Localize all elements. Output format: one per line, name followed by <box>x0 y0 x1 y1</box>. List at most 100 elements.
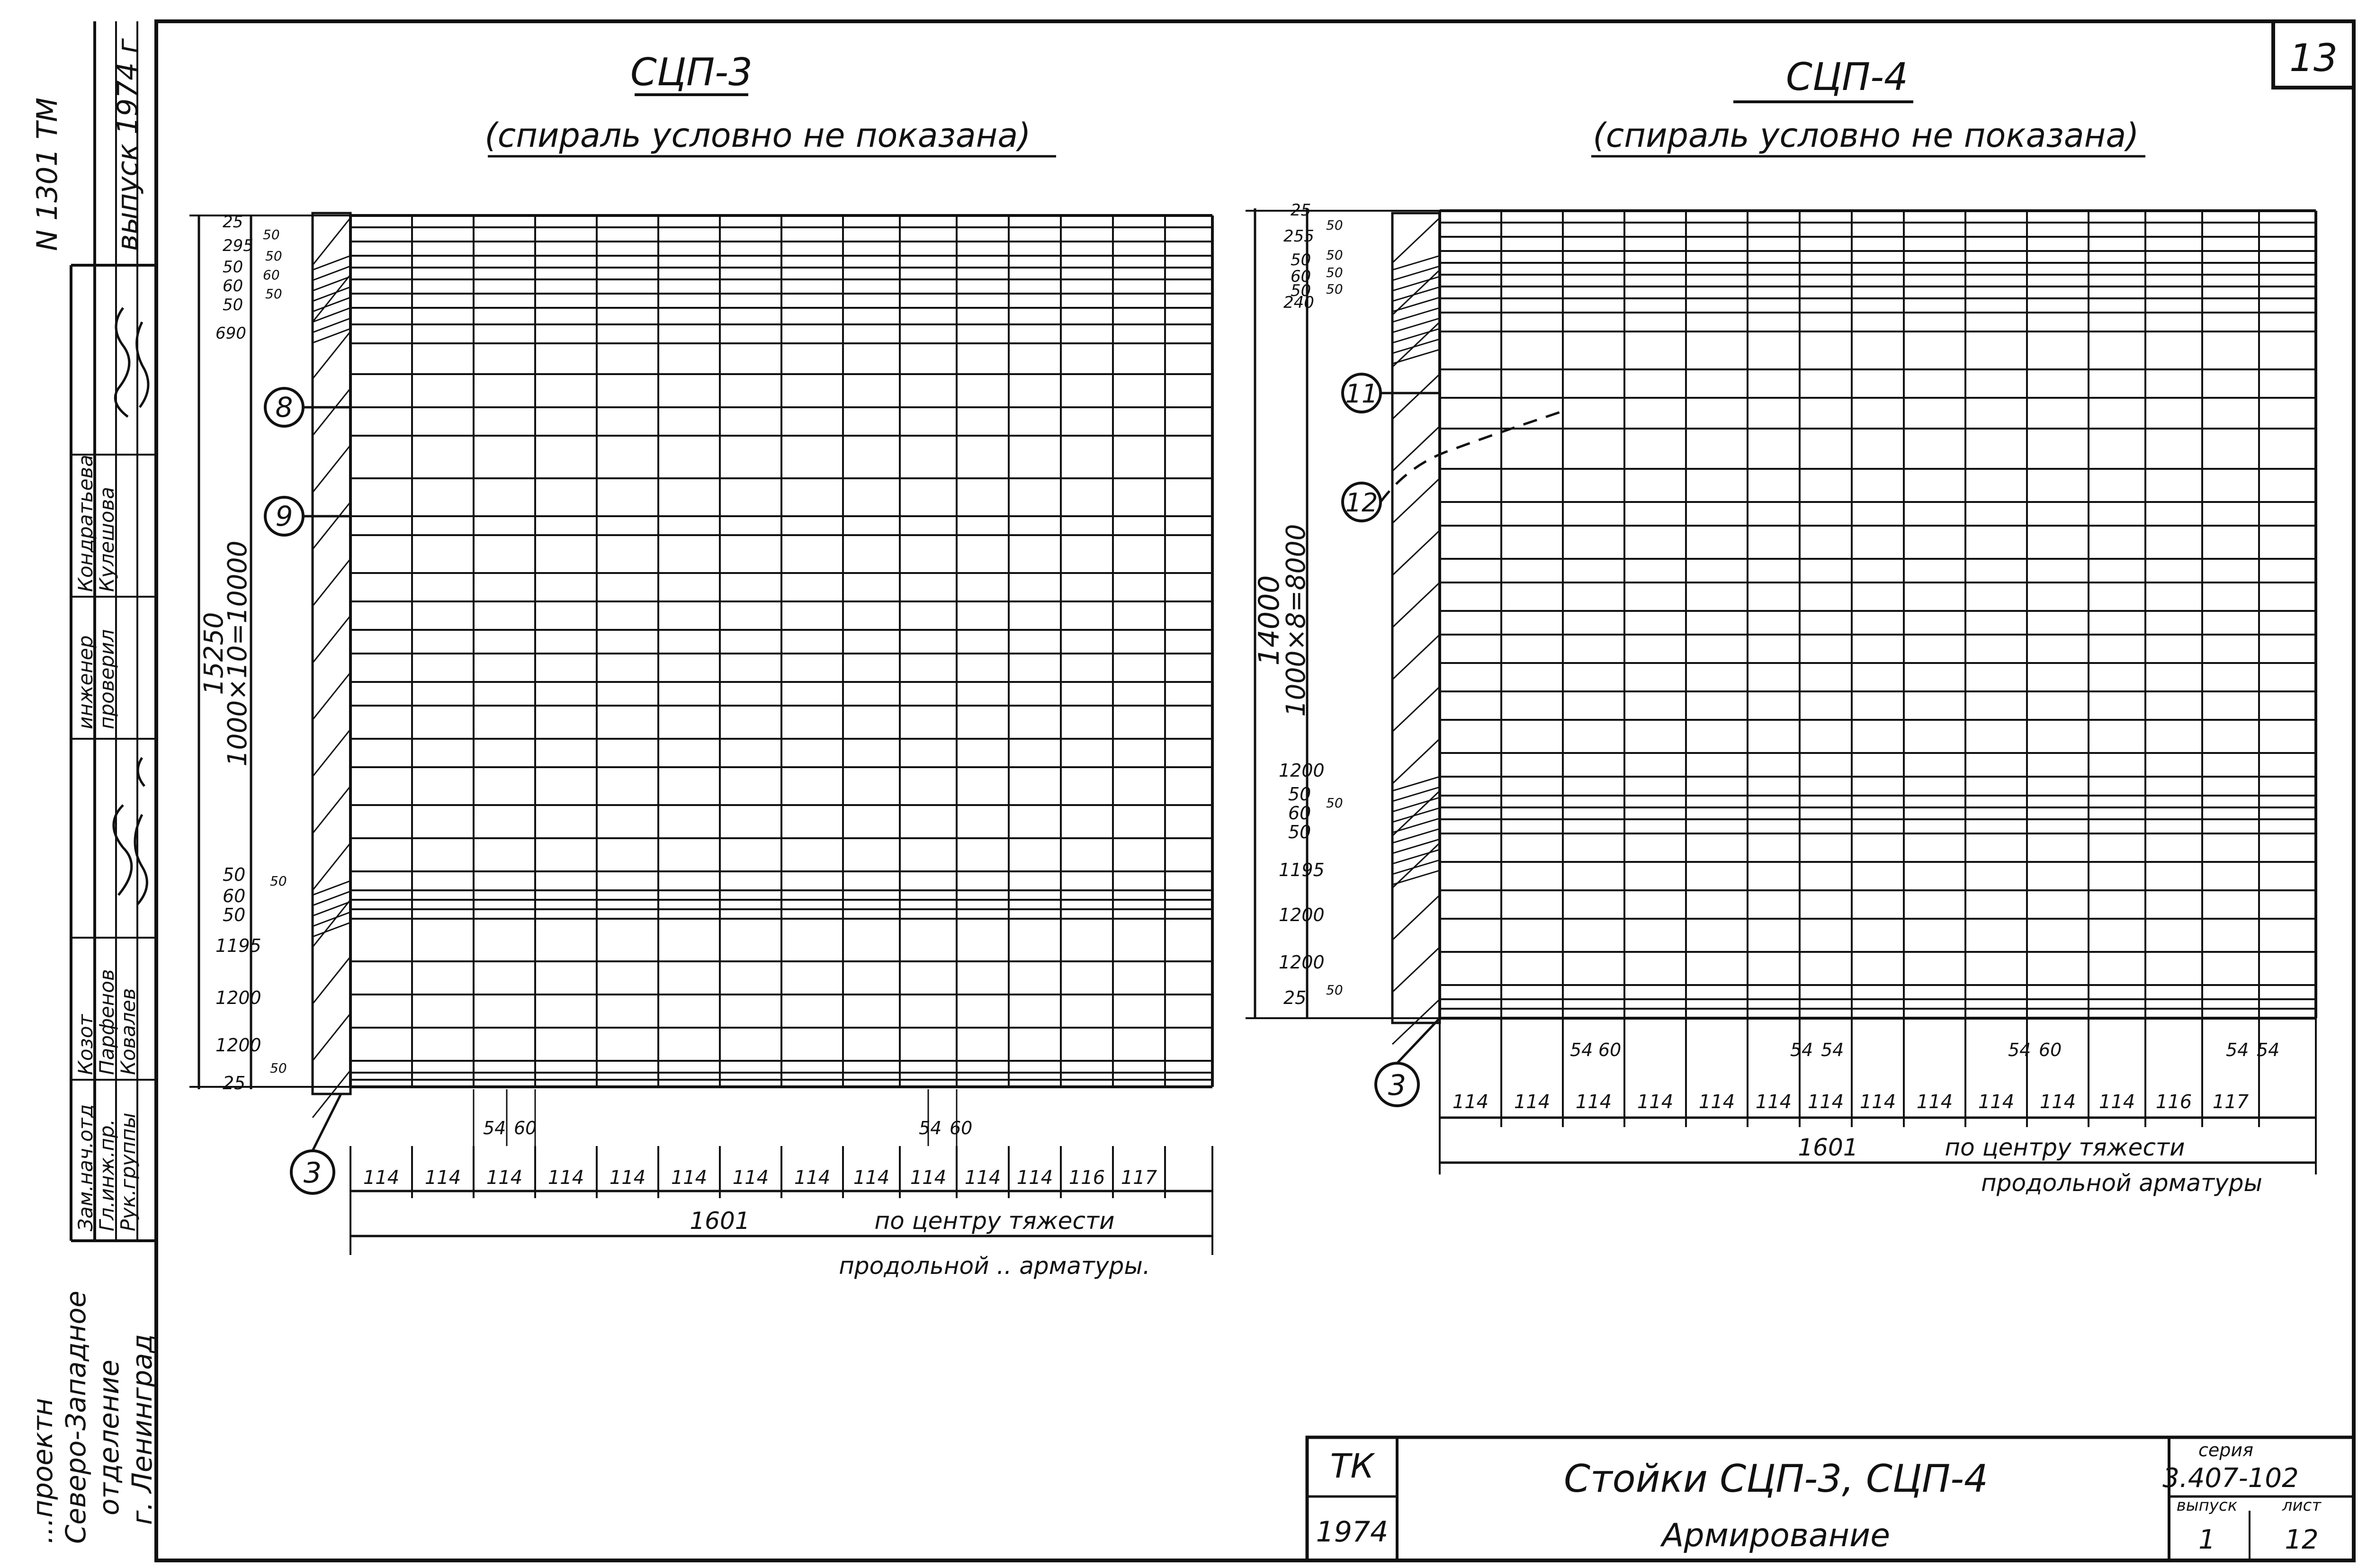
svg-text:50: 50 <box>223 864 245 885</box>
bay-width: 114 <box>671 1167 707 1189</box>
hatch-line <box>1392 859 1440 875</box>
svg-text:50: 50 <box>223 258 243 277</box>
bay-width: 114 <box>425 1167 461 1189</box>
hatch-line <box>1392 255 1440 271</box>
bay-width: 117 <box>2213 1091 2249 1113</box>
bay-width: 114 <box>1860 1091 1896 1113</box>
hatch-line <box>312 956 351 1004</box>
svg-text:50: 50 <box>265 286 282 302</box>
tb-issue-label: выпуск <box>2177 1496 2238 1515</box>
svg-text:50: 50 <box>1326 795 1343 811</box>
org-line-0: ...проектн <box>27 1398 59 1544</box>
sig-role-4: инженер <box>74 636 97 729</box>
hatch-line <box>312 328 351 344</box>
hatch-line <box>1391 946 1441 993</box>
sig-name-4: Кондратьева <box>74 455 97 592</box>
title-sczp4: СЦП-4 <box>1786 55 1908 99</box>
grid-sczp3 <box>189 214 1214 1146</box>
hatch-line <box>1392 296 1440 313</box>
sheet-number: 13 <box>2289 36 2338 80</box>
bay-width: 114 <box>910 1167 946 1189</box>
svg-text:54: 54 <box>1821 1039 1844 1060</box>
hatch-line <box>312 388 351 436</box>
org-line-3: г. Ленинград <box>126 1334 158 1525</box>
tb-year: 1974 <box>1316 1515 1389 1549</box>
spacing-sczp3: 1000×10=10000 <box>222 540 252 766</box>
hatch-line <box>1392 338 1440 354</box>
bay-width: 114 <box>486 1167 522 1189</box>
hatch-line <box>1391 998 1441 1045</box>
hatch-line <box>1392 828 1440 844</box>
side-stamp: N 1301 ТМ выпуск 1974 г Рук.группы Ковал… <box>27 21 158 1544</box>
svg-text:50: 50 <box>265 248 282 264</box>
tb-code: ТК <box>1330 1447 1376 1486</box>
hatch-line <box>1391 269 1441 316</box>
svg-text:54: 54 <box>483 1118 506 1138</box>
svg-text:50: 50 <box>1326 281 1343 297</box>
hatch-line <box>1391 790 1441 837</box>
hatch-line <box>312 331 351 379</box>
total-height-sczp4: 14000 <box>1253 575 1286 666</box>
hatch-line <box>312 911 351 927</box>
hatch-line <box>312 286 351 302</box>
hatch-line <box>312 317 351 333</box>
svg-text:50: 50 <box>1288 784 1311 805</box>
hatch-line <box>1391 321 1441 368</box>
svg-text:50: 50 <box>1291 281 1311 300</box>
svg-text:50: 50 <box>270 873 287 889</box>
svg-text:50: 50 <box>223 296 243 314</box>
svg-text:240: 240 <box>1283 293 1314 312</box>
svg-text:60: 60 <box>950 1118 972 1138</box>
sig-role-3: проверил <box>95 629 118 729</box>
sig-name-0: Ковалев <box>117 988 140 1075</box>
hatch-line <box>1392 869 1440 886</box>
bay-width: 114 <box>2040 1091 2076 1113</box>
hatch-strip-sczp3 <box>311 212 352 1095</box>
svg-text:60: 60 <box>2039 1039 2062 1060</box>
sheet-frame <box>154 19 2356 1562</box>
hatch-line <box>1392 265 1440 281</box>
grid-sczp4 <box>1246 209 2317 1020</box>
hatch-line <box>312 615 351 663</box>
svg-text:60: 60 <box>263 267 280 283</box>
mark-12: 12 <box>1345 488 1378 518</box>
subtitle-sczp4: (спираль условно не показана) <box>1593 116 2139 155</box>
hatch-line <box>312 445 351 493</box>
hatch-line <box>1392 807 1440 823</box>
svg-text:1200: 1200 <box>1279 952 1325 973</box>
sig-role-0: Рук.группы <box>117 1112 140 1231</box>
svg-text:25: 25 <box>223 213 243 232</box>
svg-text:295: 295 <box>223 236 253 255</box>
bay-width: 114 <box>853 1167 889 1189</box>
hatch-line <box>1392 349 1440 365</box>
svg-text:54: 54 <box>1790 1039 1813 1060</box>
svg-text:60: 60 <box>223 277 243 296</box>
svg-text:50: 50 <box>263 227 280 242</box>
hatch-line <box>312 265 351 281</box>
svg-text:60: 60 <box>1288 803 1311 824</box>
tb-issue-value: 1 <box>2198 1524 2215 1555</box>
svg-text:60: 60 <box>1291 267 1311 286</box>
svg-text:1200: 1200 <box>1279 905 1325 925</box>
bay-width: 114 <box>1808 1091 1844 1113</box>
svg-text:50: 50 <box>1326 982 1343 998</box>
svg-text:25: 25 <box>223 1073 245 1093</box>
mark-3-right: 3 <box>1388 1069 1406 1102</box>
svg-text:54: 54 <box>2257 1039 2279 1060</box>
note2-sczp4: продольной арматуры <box>1981 1169 2262 1197</box>
bay-width: 114 <box>1452 1091 1488 1113</box>
hatch-line <box>312 922 351 938</box>
sig-name-3: Кулешова <box>95 487 118 592</box>
svg-text:690: 690 <box>215 324 246 343</box>
hatch-line <box>312 842 351 891</box>
hatch-line <box>312 786 351 834</box>
hatch-line <box>1392 776 1440 792</box>
bay-width: 114 <box>363 1167 399 1189</box>
svg-text:50: 50 <box>1326 247 1343 263</box>
bay-width: 114 <box>1699 1091 1735 1113</box>
svg-text:1195: 1195 <box>1279 860 1325 880</box>
svg-text:50: 50 <box>270 1060 287 1076</box>
mark-11: 11 <box>1345 379 1378 409</box>
hatch-line <box>1391 582 1441 628</box>
svg-text:1200: 1200 <box>215 1035 261 1056</box>
